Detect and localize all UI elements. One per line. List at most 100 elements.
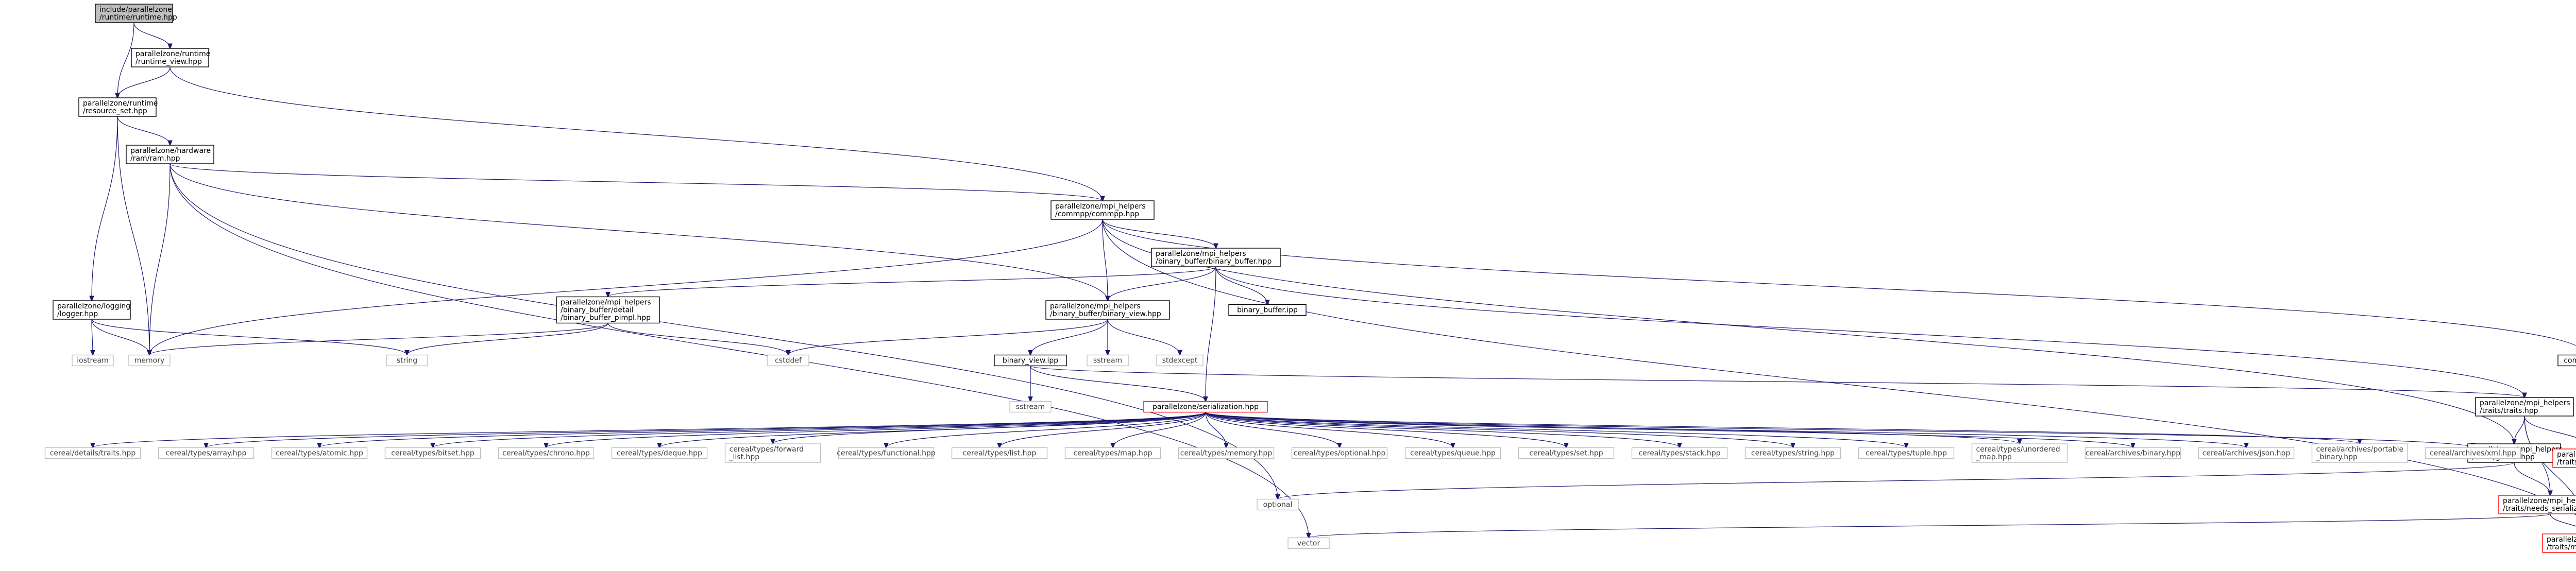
node-sstream2[interactable]: sstream <box>1009 401 1052 413</box>
node-c-array[interactable]: cereal/types/array.hpp <box>158 447 255 459</box>
node-c-map[interactable]: cereal/types/map.hpp <box>1064 447 1161 459</box>
edge-bvh-to-cstddef <box>788 319 1108 355</box>
node-label: parallelzone/runtime <box>135 50 210 58</box>
node-label: cereal/types/stack.hpp <box>1638 449 1720 458</box>
node-box <box>556 296 660 324</box>
node-box <box>951 447 1048 459</box>
node-cstddef[interactable]: cstddef <box>767 354 809 367</box>
node-c-stack[interactable]: cereal/types/stack.hpp <box>1631 447 1728 459</box>
node-c-binary[interactable]: cereal/archives/binary.hpp <box>2084 447 2181 459</box>
node-nse[interactable]: parallelzone/mpi_helpers/traits/needs_se… <box>2498 495 2576 514</box>
node-c-string[interactable]: cereal/types/string.hpp <box>1744 447 1841 459</box>
node-cipp[interactable]: commpp.ipp <box>2557 354 2576 367</box>
node-box <box>1404 447 1501 459</box>
node-c-portable[interactable]: cereal/archives/portable_binary.hpp <box>2311 443 2408 463</box>
node-box <box>1257 498 1299 511</box>
edge-ser-to-c_xml <box>1205 412 2473 448</box>
node-bvh[interactable]: parallelzone/mpi_helpers/binary_buffer/b… <box>1045 300 1170 320</box>
edge-rv-to-rs <box>117 66 171 98</box>
node-box <box>271 447 368 459</box>
node-rv[interactable]: parallelzone/runtime/runtime_view.hpp <box>131 48 210 67</box>
node-mop[interactable]: parallelzone/mpi_helpers/traits/mpi_op.h… <box>2552 448 2576 468</box>
node-string[interactable]: string <box>386 354 428 367</box>
node-box <box>1858 447 1955 459</box>
edge-cm-to-mpih <box>1102 219 2576 516</box>
node-box <box>131 48 209 67</box>
node-memory[interactable]: memory <box>128 354 171 367</box>
node-rs[interactable]: parallelzone/runtime/resource_set.hpp <box>78 97 158 117</box>
node-box <box>158 447 255 459</box>
node-c-deque[interactable]: cereal/types/deque.hpp <box>611 447 708 459</box>
node-cm[interactable]: parallelzone/mpi_helpers/commpp/commpp.h… <box>1050 200 1155 220</box>
node-c-functional[interactable]: cereal/types/functional.hpp <box>837 447 936 459</box>
node-label: _list.hpp <box>729 453 760 461</box>
node-box <box>1291 447 1388 459</box>
edge-ser-to-c_stack <box>1205 412 1680 448</box>
edge-ser-to-c_memory <box>1205 412 1226 448</box>
node-c-list[interactable]: cereal/types/list.hpp <box>951 447 1048 459</box>
node-c-fwdlist[interactable]: cereal/types/forward_list.hpp <box>724 443 821 463</box>
node-box <box>2425 447 2521 459</box>
edge-bvi-to-ser <box>1030 366 1206 402</box>
node-c-tuple[interactable]: cereal/types/tuple.hpp <box>1858 447 1955 459</box>
node-label: sstream <box>1093 357 1122 365</box>
node-label: cereal/types/list.hpp <box>963 449 1037 458</box>
edge-gat-to-optional <box>1278 462 2515 499</box>
edge-ser-to-c_array <box>206 412 1206 448</box>
node-label: binary_buffer.ipp <box>1237 306 1298 315</box>
node-bbi[interactable]: parallelzone/mpi_helpers/binary_buffer/d… <box>556 296 660 324</box>
node-c-atomic[interactable]: cereal/types/atomic.hpp <box>271 447 368 459</box>
node-c-traits[interactable]: cereal/details/traits.hpp <box>44 447 141 459</box>
node-box <box>2498 495 2576 514</box>
node-label: parallelzone/mpi_helpers <box>1055 202 1146 211</box>
node-c-xml[interactable]: cereal/archives/xml.hpp <box>2425 447 2521 459</box>
node-label: /traits/mpi_data_type.hpp <box>2547 543 2576 551</box>
node-label: parallelzone/logging <box>57 302 130 310</box>
node-box <box>44 447 141 459</box>
node-box <box>994 354 1067 367</box>
node-label: include/parallelzone <box>99 6 172 14</box>
edge-rs-to-memory <box>117 116 149 355</box>
node-bbipp[interactable]: binary_buffer.ipp <box>1228 304 1307 316</box>
node-label: stdexcept <box>1162 357 1198 365</box>
node-hw[interactable]: parallelzone/hardware/ram/ram.hpp <box>126 145 214 164</box>
edge-ser-to-c_json <box>1205 412 2246 448</box>
node-sstream1[interactable]: sstream <box>1087 354 1129 367</box>
edge-ser-to-c_optional <box>1205 412 1340 448</box>
node-mdt[interactable]: parallelzone/mpi_helpers/traits/mpi_data… <box>2542 533 2576 553</box>
node-label: cereal/types/string.hpp <box>1751 449 1835 458</box>
node-bb[interactable]: parallelzone/mpi_helpers/binary_buffer/b… <box>1151 248 1281 267</box>
node-tr[interactable]: parallelzone/mpi_helpers/traits/traits.h… <box>2475 397 2574 417</box>
edge-bb-to-tr <box>1215 266 2524 397</box>
edge-ser-to-c_queue <box>1205 412 1453 448</box>
node-box <box>1971 443 2068 463</box>
node-c-bitset[interactable]: cereal/types/bitset.hpp <box>384 447 481 459</box>
node-c-optional[interactable]: cereal/types/optional.hpp <box>1291 447 1388 459</box>
edge-rv-to-cm <box>170 66 1103 201</box>
edge-tr-to-mdt <box>2524 416 2576 499</box>
edge-hw-to-vector <box>170 163 1309 538</box>
node-vector[interactable]: vector <box>1287 537 1330 549</box>
node-label: binary_view.ipp <box>1003 357 1058 365</box>
node-label: cereal/types/forward <box>730 445 804 454</box>
node-stdexcept[interactable]: stdexcept <box>1156 354 1204 367</box>
edge-ser-to-c_list <box>999 412 1206 448</box>
node-c-json[interactable]: cereal/archives/json.hpp <box>2198 447 2295 459</box>
node-lg[interactable]: parallelzone/logging/logger.hpp <box>53 300 131 320</box>
node-iostream[interactable]: iostream <box>72 354 114 367</box>
node-label: parallelzone/mpi_helpers <box>2480 399 2570 407</box>
node-root[interactable]: include/parallelzone/runtime/runtime.hpp <box>95 4 177 23</box>
node-bvi[interactable]: binary_view.ipp <box>994 354 1067 367</box>
node-label: sstream <box>1016 403 1045 411</box>
node-c-queue[interactable]: cereal/types/queue.hpp <box>1404 447 1501 459</box>
node-label: cereal/types/functional.hpp <box>837 449 936 458</box>
node-c-set[interactable]: cereal/types/set.hpp <box>1518 447 1615 459</box>
node-c-chrono[interactable]: cereal/types/chrono.hpp <box>498 447 595 459</box>
node-optional[interactable]: optional <box>1257 498 1299 511</box>
node-ser[interactable]: parallelzone/serialization.hpp <box>1143 401 1268 413</box>
node-c-umap[interactable]: cereal/types/unordered_map.hpp <box>1971 443 2068 463</box>
node-box <box>2557 354 2576 367</box>
node-c-memory[interactable]: cereal/types/memory.hpp <box>1178 447 1275 459</box>
node-label: cereal/archives/xml.hpp <box>2430 449 2516 458</box>
